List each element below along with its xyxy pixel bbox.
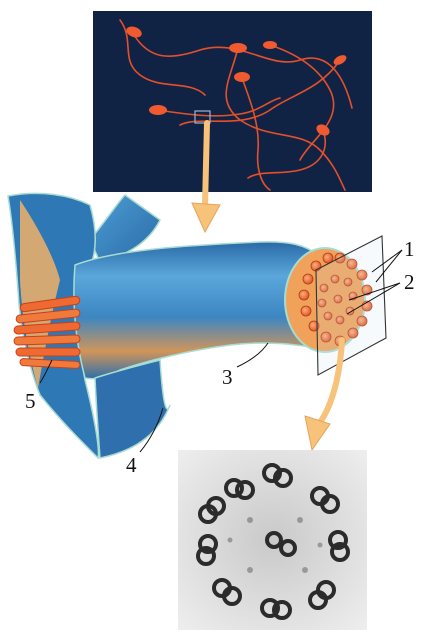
- flagellum-cross-section: [8, 193, 386, 458]
- label-5: 5: [25, 389, 36, 413]
- label-2: 2: [404, 270, 415, 294]
- label-3: 3: [222, 365, 233, 389]
- label-1: 1: [404, 237, 415, 261]
- electron-micrograph: [178, 450, 367, 630]
- micrograph-background: [178, 450, 367, 630]
- label-4: 4: [126, 453, 137, 477]
- lower-membrane-flap: [95, 360, 170, 458]
- sperm-photo: [93, 11, 372, 192]
